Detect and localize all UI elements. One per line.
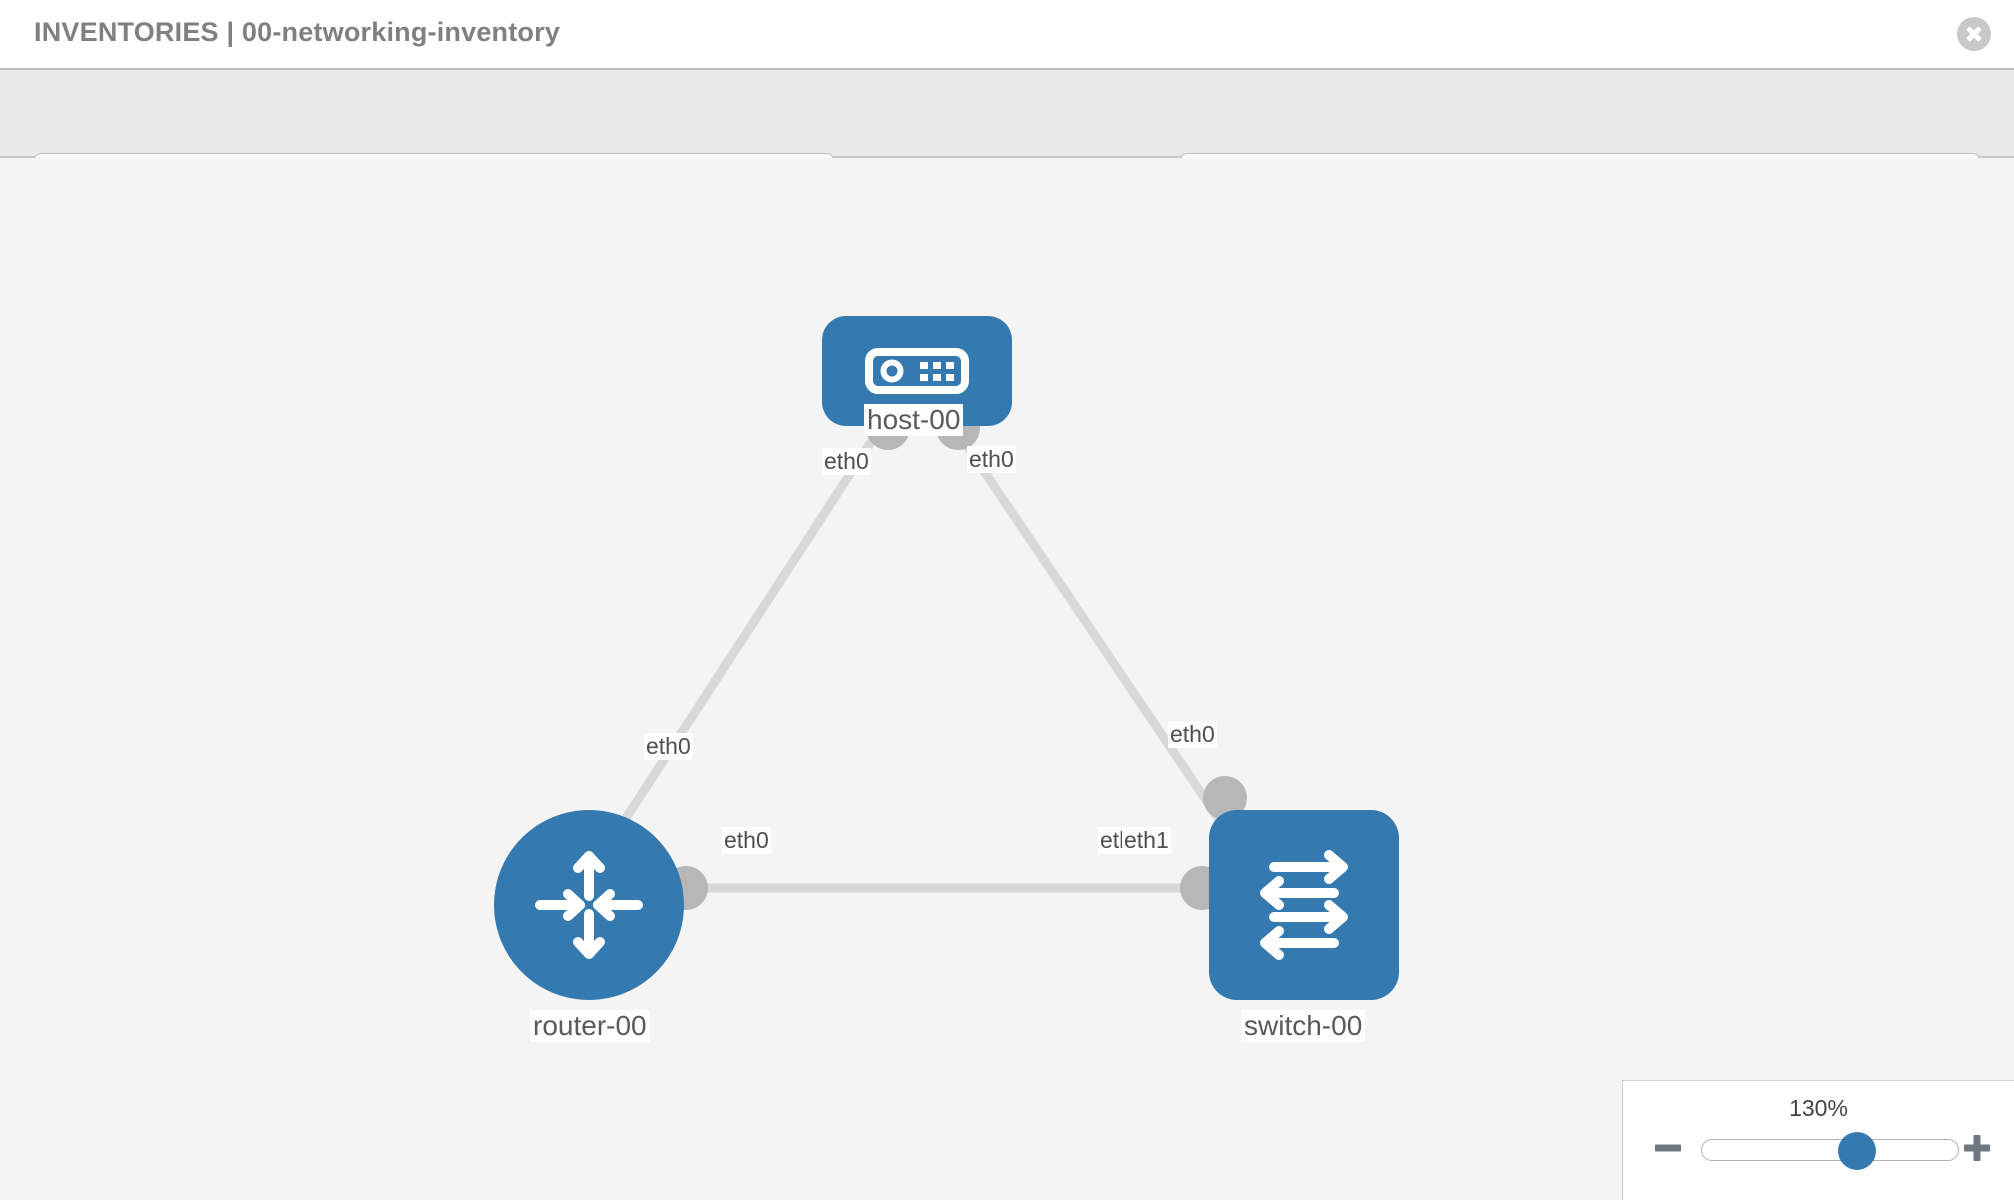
plus-icon-bar-v: [1973, 1135, 1981, 1161]
topology-node-switch-00[interactable]: switch-00: [1209, 810, 1399, 1042]
server-device-icon: [865, 348, 969, 394]
zoom-control-panel: 130%: [1622, 1080, 2014, 1200]
router-node-shape[interactable]: [494, 810, 684, 1000]
topology-node-router-00[interactable]: router-00: [494, 810, 684, 1042]
zoom-slider[interactable]: [1701, 1132, 1959, 1170]
switch-node-label: switch-00: [1241, 1010, 1366, 1042]
iface-label-switch-uplink: eth0: [1168, 721, 1217, 748]
iface-label-host-left: eth0: [822, 448, 871, 475]
plus-icon[interactable]: [1960, 1131, 1994, 1165]
router-arrows-icon: [535, 851, 643, 959]
topology-canvas[interactable]: host-00 router-00: [0, 158, 2014, 1200]
link-host-switch: [951, 425, 1249, 861]
iface-label-router-right: eth0: [722, 827, 771, 854]
page-title: INVENTORIES | 00-networking-inventory: [34, 17, 561, 47]
host-node-label: host-00: [864, 404, 964, 436]
page-header: INVENTORIES | 00-networking-inventory: [0, 0, 2014, 70]
minus-icon[interactable]: [1651, 1131, 1685, 1165]
iface-label-router-uplink: eth0: [644, 733, 693, 760]
zoom-level-value: 130%: [1789, 1095, 1848, 1121]
topology-links: [596, 425, 1249, 893]
router-node-label: router-00: [530, 1010, 650, 1042]
topology-node-host-00[interactable]: host-00: [822, 316, 1012, 436]
topology-graph: host-00 router-00: [0, 158, 2014, 1200]
minus-icon-bar: [1655, 1144, 1681, 1152]
toolbar: ACTIONS SEARCH: [0, 70, 2014, 209]
link-host-router: [596, 425, 884, 861]
switch-node-shape[interactable]: [1209, 810, 1399, 1000]
zoom-slider-thumb[interactable]: [1837, 1132, 1876, 1170]
switch-arrows-icon: [1260, 850, 1348, 960]
iface-label-host-right: eth0: [967, 446, 1016, 473]
close-icon[interactable]: [1957, 17, 1991, 51]
iface-label-switch-left: eth1: [1122, 827, 1171, 854]
